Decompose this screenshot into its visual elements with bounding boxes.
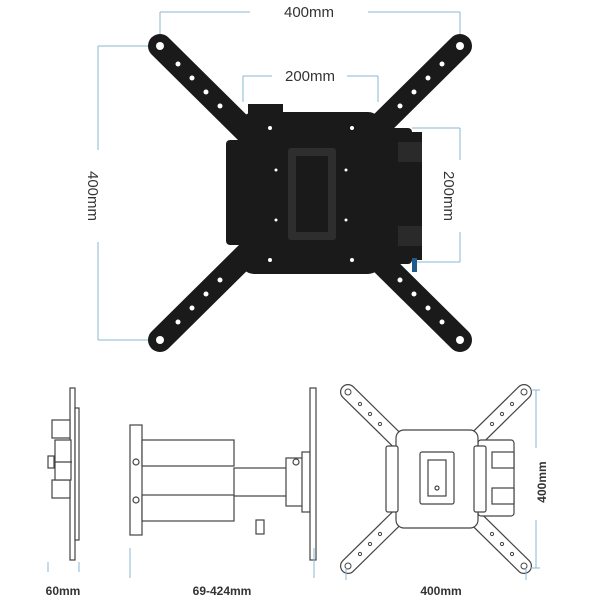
front-view-mount: 400mm 200mm 400mm 200mm xyxy=(84,4,472,352)
dim-left-height: 400mm xyxy=(84,171,101,221)
arm-extension-dimension xyxy=(129,548,315,578)
dim-rear-width: 400mm xyxy=(420,584,461,598)
side-profile-dimension xyxy=(47,562,80,572)
rear-outline-dimensions xyxy=(345,389,540,580)
arm-extension-view xyxy=(129,387,317,561)
dim-inner-width: 200mm xyxy=(285,68,335,85)
front-center-plate xyxy=(226,104,396,274)
dim-inner-height: 200mm xyxy=(440,171,457,221)
side-profile-view xyxy=(47,387,80,561)
rear-outline-holes xyxy=(344,388,528,570)
rear-outline-view xyxy=(340,384,532,574)
front-arm-holes xyxy=(156,42,464,344)
dim-profile-depth: 60mm xyxy=(46,584,81,598)
dim-top-width: 400mm xyxy=(284,4,334,21)
dim-rear-height: 400mm xyxy=(535,461,549,502)
dim-arm-extension: 69-424mm xyxy=(193,584,252,598)
